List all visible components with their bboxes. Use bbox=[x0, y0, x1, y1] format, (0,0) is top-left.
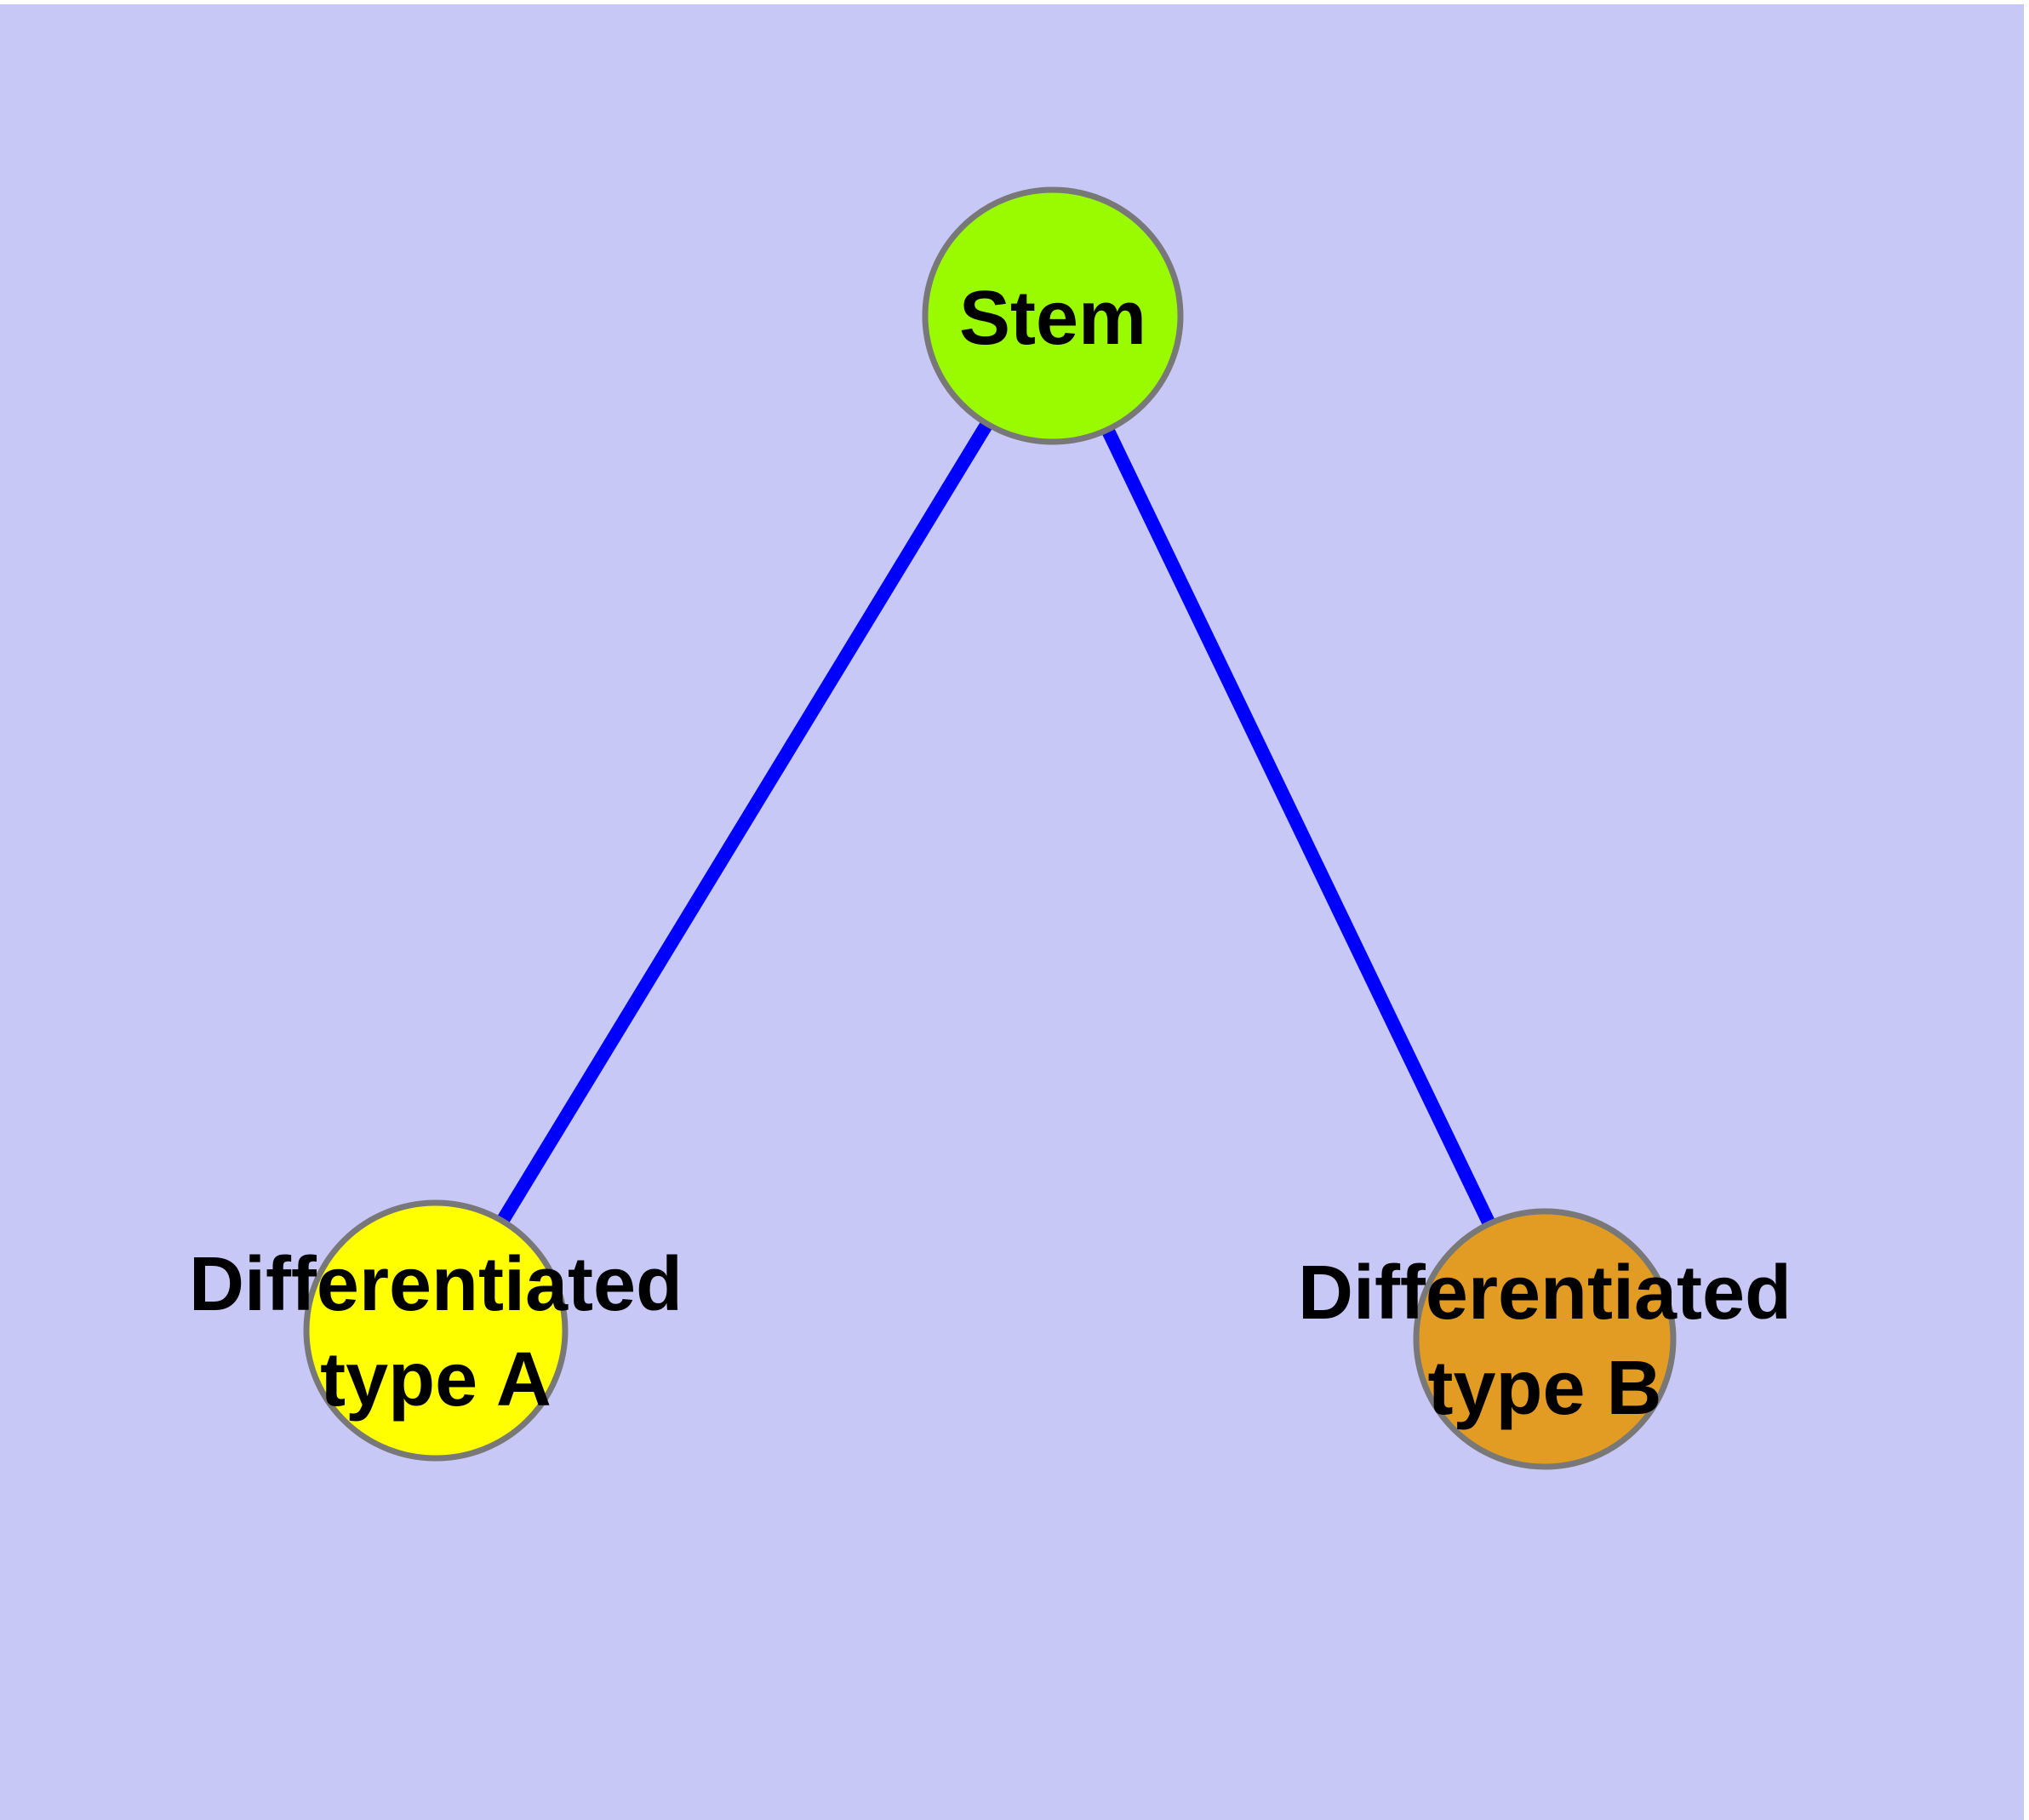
node-type-a-label-line1: Differentiated bbox=[189, 1242, 683, 1327]
node-stem-label: Stem bbox=[959, 276, 1146, 361]
node-type-a bbox=[303, 1199, 569, 1462]
node-stem bbox=[922, 186, 1184, 445]
node-type-b bbox=[1413, 1208, 1677, 1470]
node-type-a-label-line2: type A bbox=[320, 1337, 552, 1422]
edge-stem-to-type-b bbox=[1046, 312, 1552, 1342]
edge-stem-to-type-a bbox=[430, 312, 1059, 1335]
node-type-b-label-line2: type B bbox=[1427, 1346, 1661, 1431]
node-type-b-label-line1: Differentiated bbox=[1298, 1251, 1792, 1336]
